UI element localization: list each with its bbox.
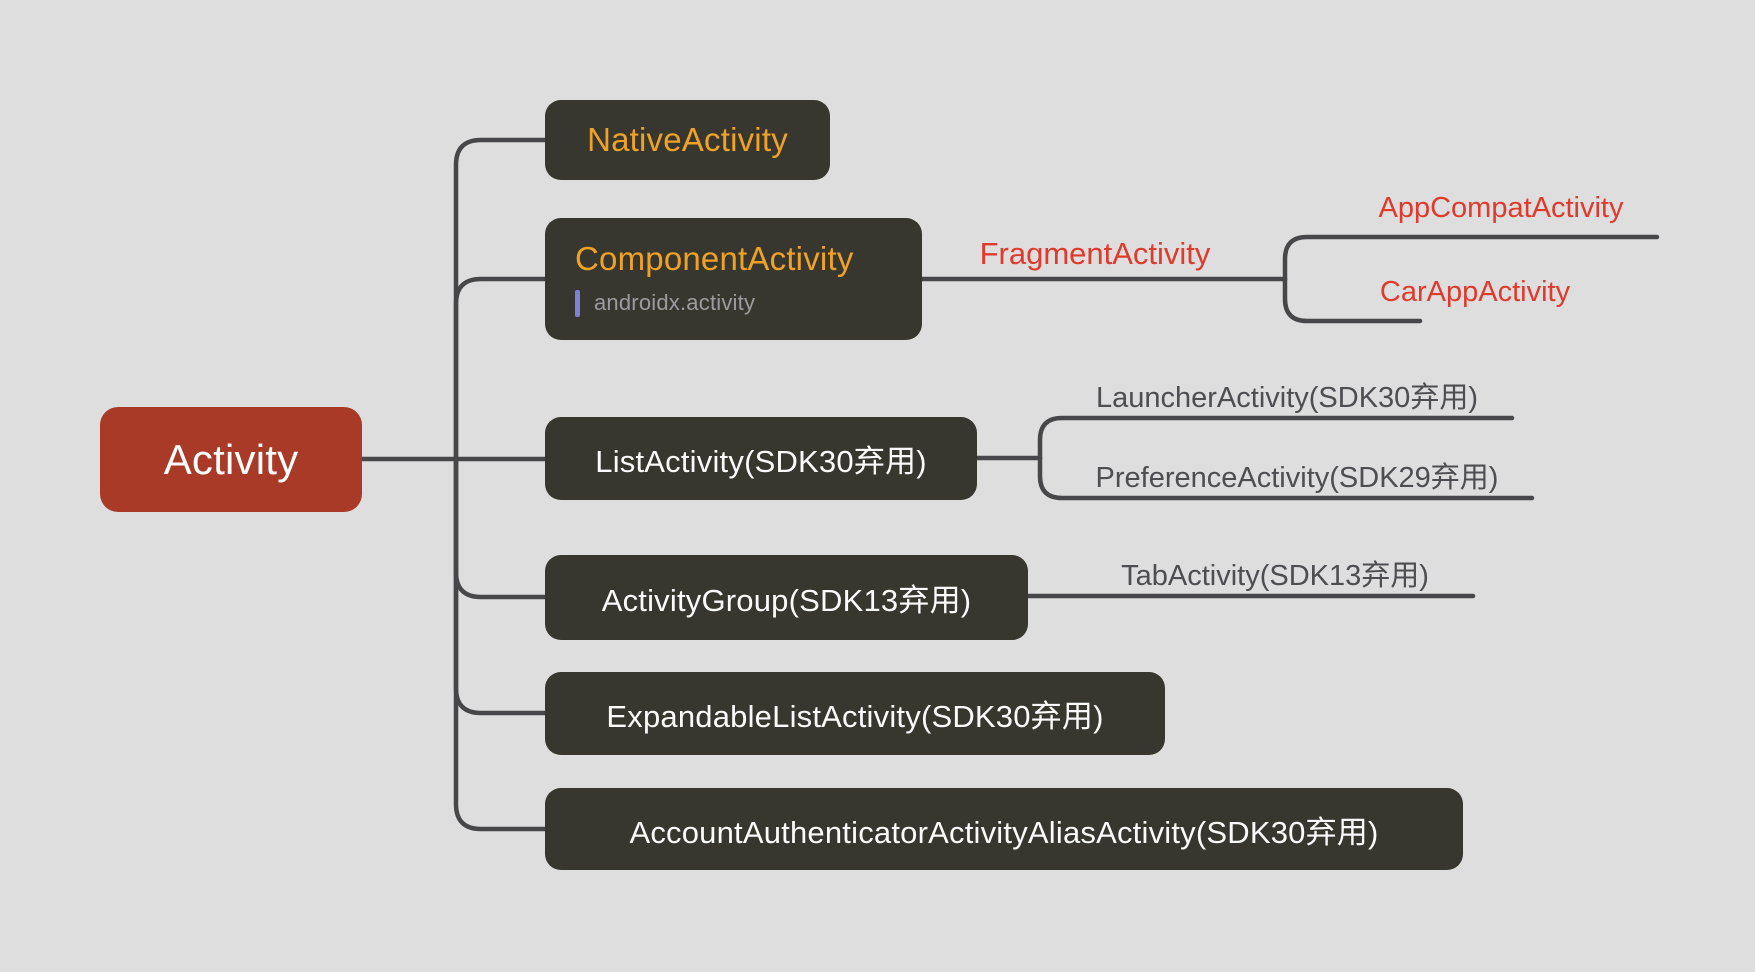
node-appcompat-activity[interactable]: AppCompatActivity (1378, 192, 1624, 224)
node-native-activity[interactable]: NativeActivity (545, 100, 830, 180)
node-component-activity[interactable]: ComponentActivity androidx.activity (545, 218, 922, 340)
node-expandable-list-activity-label: ExpandableListActivity(SDK30弃用) (606, 699, 1104, 734)
node-fragment-activity[interactable]: FragmentActivity (979, 236, 1211, 271)
connector-carapp (1282, 276, 1423, 324)
component-activity-tag: androidx.activity (575, 289, 756, 317)
node-list-activity-label: ListActivity(SDK30弃用) (595, 444, 927, 479)
connector-expandable (453, 456, 548, 716)
connector-preference (1037, 455, 1535, 501)
node-account-authenticator-activity[interactable]: AccountAuthenticatorActivityAliasActivit… (545, 788, 1463, 870)
node-carapp-activity[interactable]: CarAppActivity (1379, 276, 1571, 308)
node-activity-label: Activity (163, 435, 299, 483)
tag-marker-icon (575, 289, 580, 317)
node-tab-activity[interactable]: TabActivity(SDK13弃用) (1121, 560, 1429, 592)
node-launcher-activity[interactable]: LauncherActivity(SDK30弃用) (1096, 382, 1478, 414)
node-expandable-list-activity[interactable]: ExpandableListActivity(SDK30弃用) (545, 672, 1165, 755)
node-list-activity[interactable]: ListActivity(SDK30弃用) (545, 417, 977, 500)
component-activity-tag-label: androidx.activity (594, 290, 756, 316)
connector-component (453, 276, 548, 462)
node-account-authenticator-activity-label: AccountAuthenticatorActivityAliasActivit… (629, 814, 1379, 850)
connector-group (453, 456, 548, 600)
node-component-activity-label: ComponentActivity (575, 240, 854, 278)
connector-launcher (1037, 415, 1515, 461)
connector-native (453, 137, 548, 462)
node-activity[interactable]: Activity (100, 407, 362, 512)
connector-appcompat (1282, 234, 1660, 282)
connector-account (453, 456, 548, 832)
node-preference-activity[interactable]: PreferenceActivity(SDK29弃用) (1095, 462, 1499, 494)
node-activity-group[interactable]: ActivityGroup(SDK13弃用) (545, 555, 1028, 640)
node-native-activity-label: NativeActivity (587, 121, 788, 158)
node-activity-group-label: ActivityGroup(SDK13弃用) (601, 583, 972, 618)
